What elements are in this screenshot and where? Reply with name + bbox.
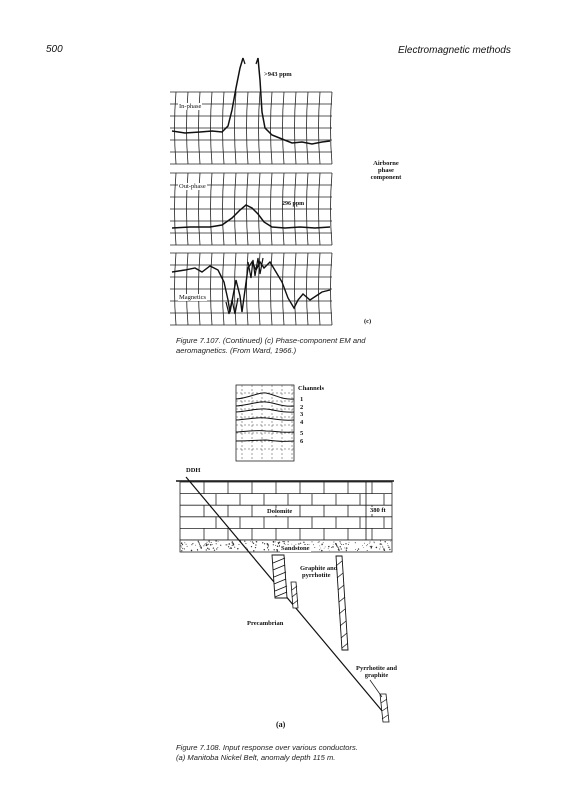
ddh-label: DDH — [186, 467, 201, 474]
conductor-1-label: Graphite and pyrrhotite — [300, 565, 338, 579]
sandstone-label: Sandstone — [280, 545, 311, 552]
outphase-trace — [171, 204, 331, 229]
running-title: Electromagnetic methods — [398, 45, 511, 56]
figure-107-caption: Figure 7.107. (Continued) (c) Phase-comp… — [176, 336, 366, 355]
magnetics-label: Magnetics — [178, 294, 208, 301]
airborne-phase-component-label: Airborne phase component — [370, 160, 402, 181]
figure-108-caption: Figure 7.108. Input response over variou… — [176, 743, 358, 762]
channel-4-label: 4 — [300, 419, 304, 426]
figure-108-panel-label: (a) — [276, 720, 286, 729]
page-number: 500 — [46, 44, 63, 55]
channel-2-label: 2 — [300, 404, 304, 411]
channel-1-label: 1 — [300, 396, 304, 403]
inphase-trace — [171, 57, 331, 145]
conductor-pyrrhotite-graphite — [335, 555, 349, 651]
outphase-label: Out-phase — [178, 183, 207, 190]
outphase-peak-label: 296 ppm — [282, 201, 305, 207]
magnetics-trace — [171, 260, 331, 313]
channel-3-label: 3 — [300, 411, 304, 418]
figure-107-panel-label: (c) — [364, 318, 372, 325]
dolomite-label: Dolomite — [266, 508, 294, 515]
channel-6-label: 6 — [300, 438, 304, 445]
conductor-2-label: Pyrrhotite and graphite — [356, 665, 397, 679]
channel-5-label: 5 — [300, 430, 304, 437]
inphase-label: In-phase — [178, 103, 203, 110]
depth-label: 380 ft — [369, 507, 387, 514]
inphase-peak-label: >943 ppm — [264, 71, 292, 78]
precambrian-label: Precambrian — [247, 620, 284, 627]
channels-title: Channels — [298, 385, 325, 392]
